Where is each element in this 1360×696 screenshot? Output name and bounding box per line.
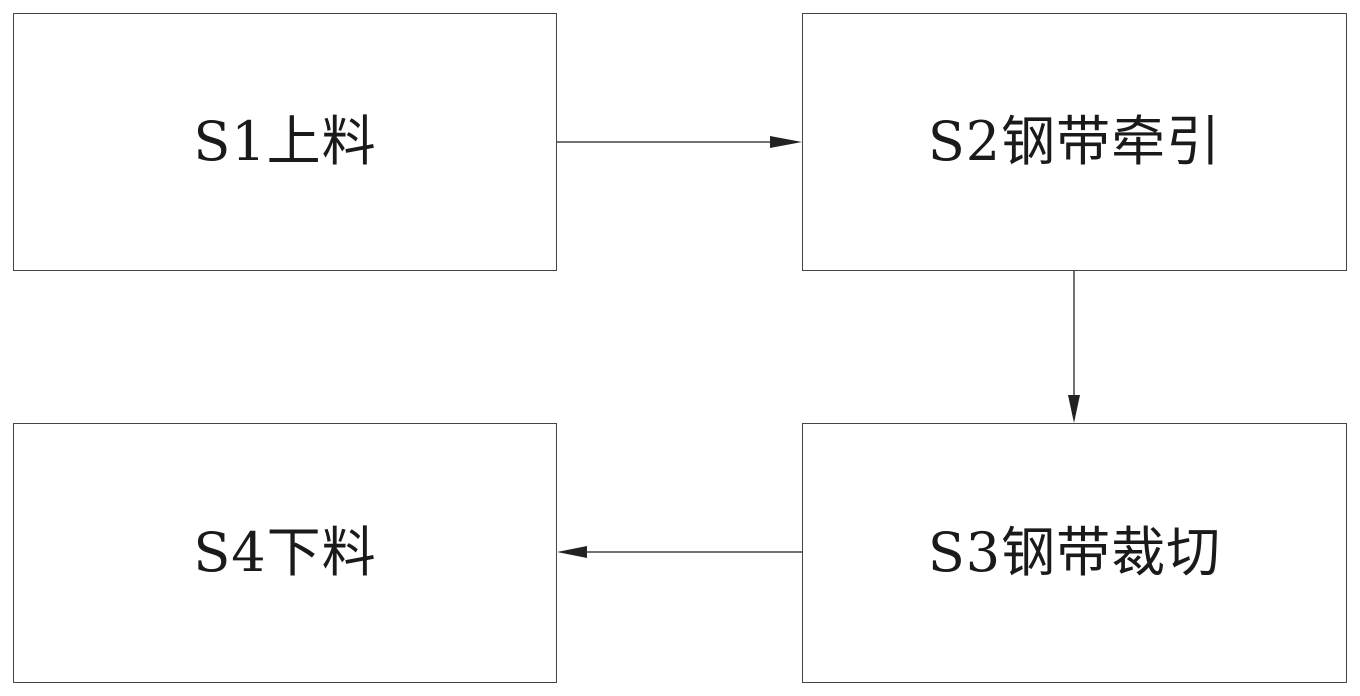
arrow-s1-to-s2 bbox=[557, 136, 802, 148]
step-box-s3-steel-strip-cutting: S3钢带裁切 bbox=[802, 423, 1347, 683]
step-box-s1-loading: S1上料 bbox=[13, 13, 557, 271]
step-box-s2-steel-strip-traction: S2钢带牵引 bbox=[802, 13, 1347, 271]
arrow-s3-to-s4 bbox=[557, 546, 802, 558]
step-label-s3: S3钢带裁切 bbox=[927, 521, 1222, 584]
step-label-s4: S4下料 bbox=[193, 521, 377, 584]
arrow-s2-to-s3 bbox=[1068, 271, 1080, 423]
step-label-s1: S1上料 bbox=[193, 110, 377, 173]
step-box-s4-unloading: S4下料 bbox=[13, 423, 557, 683]
step-label-s2: S2钢带牵引 bbox=[927, 110, 1222, 173]
